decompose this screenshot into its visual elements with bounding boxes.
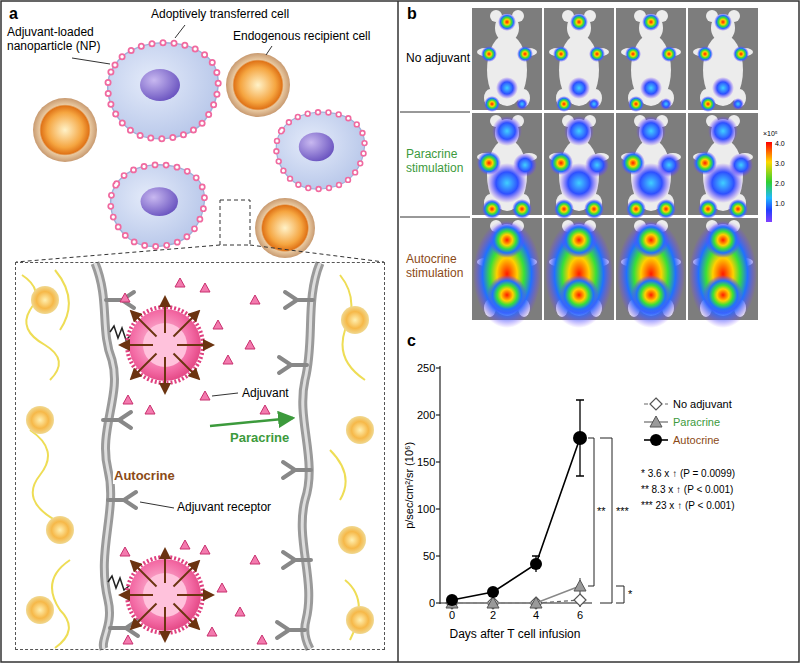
- axis-title: p/sec/cm²/sr (10⁶): [403, 440, 416, 529]
- colorbar-tick: 2.0: [774, 180, 786, 188]
- legend-text: Autocrine: [672, 434, 720, 447]
- inset-illustration: [22, 263, 374, 663]
- legend-sample: [644, 398, 668, 446]
- stat-note: ** 8.3 x ↑ (P < 0.001): [640, 484, 734, 496]
- axis-tick: 4: [532, 609, 540, 622]
- axis-tick: 0: [428, 597, 436, 610]
- row-label: No adjuvant: [405, 52, 471, 66]
- axis-tick: 6: [576, 609, 584, 622]
- axis-tick: 2: [489, 609, 497, 622]
- callout-label: Paracrine: [229, 431, 290, 446]
- row-separator: [400, 112, 470, 113]
- callout-label: Autocrine: [113, 469, 176, 484]
- axis-tick: 200: [416, 409, 436, 422]
- stat-note: * 3.6 x ↑ (P = 0.0099): [640, 468, 736, 480]
- axis-tick: 0: [448, 609, 456, 622]
- callout-label: Adjuvant-loaded nanoparticle (NP): [6, 26, 114, 54]
- significance-bracket: [588, 438, 624, 603]
- stat-note: *** 23 x ↑ (P < 0.001): [640, 500, 735, 512]
- axis-tick: 150: [416, 456, 436, 469]
- legend-text: Paracrine: [672, 416, 721, 429]
- callout-label: Endogenous recipient cell: [232, 30, 371, 44]
- mouse-images: [472, 8, 758, 328]
- panel-divider: [397, 1, 399, 662]
- row-label: Paracrine stimulation: [405, 148, 473, 176]
- axis-tick: 50: [422, 550, 436, 563]
- zoom-outline: [16, 200, 384, 262]
- axis-tick: 250: [416, 362, 436, 375]
- panel-letter: c: [406, 332, 417, 350]
- row-label: Autocrine stimulation: [405, 253, 473, 281]
- axis-title: Days after T cell infusion: [449, 628, 582, 642]
- colorbar-unit: ×10⁵: [762, 130, 779, 138]
- callout-label: Adjuvant receptor: [176, 501, 272, 515]
- axis-tick: 100: [416, 503, 436, 516]
- recipient-cell: [33, 53, 315, 258]
- row-separator: [400, 217, 470, 218]
- panel-letter: a: [8, 5, 19, 23]
- significance-mark: **: [596, 505, 607, 518]
- data-series: [446, 400, 587, 609]
- color-scale-bar: [766, 142, 772, 222]
- inset-box: AdjuvantParacrineAutocrineAdjuvant recep…: [15, 262, 385, 650]
- significance-mark: *: [627, 588, 633, 601]
- callout-label: Adjuvant: [241, 387, 290, 401]
- colorbar-tick: 4.0: [774, 140, 786, 148]
- colorbar-tick: 3.0: [774, 160, 786, 168]
- panel-letter: b: [406, 5, 418, 23]
- transferred-cell: [108, 43, 365, 247]
- significance-mark: ***: [615, 505, 630, 518]
- legend-text: No adjuvant: [672, 398, 733, 411]
- chart-axes: [436, 366, 592, 607]
- callout-label: Adoptively transferred cell: [150, 8, 290, 22]
- colorbar-tick: 1.0: [774, 200, 786, 208]
